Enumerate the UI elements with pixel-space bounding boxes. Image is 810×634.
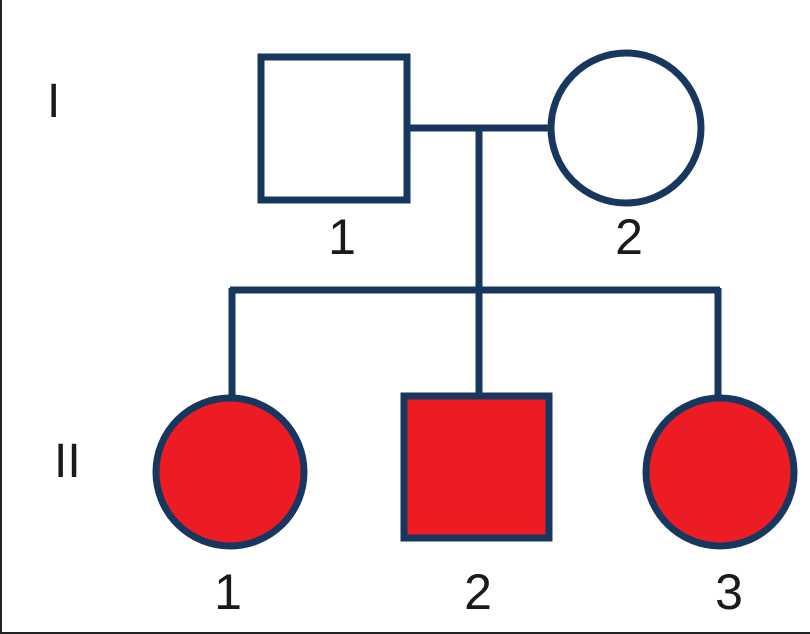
generation-label-II: II bbox=[54, 435, 81, 488]
generation-label-I: I bbox=[47, 75, 61, 128]
individual-number-I-1: 1 bbox=[328, 209, 356, 265]
individual-number-I-2: 2 bbox=[615, 209, 643, 265]
individual-I-1-male-unaffected bbox=[257, 53, 411, 204]
individual-number-II-3: 3 bbox=[715, 564, 743, 620]
individual-II-2-male-affected bbox=[400, 392, 553, 542]
individual-number-II-1: 1 bbox=[214, 564, 242, 620]
individual-II-1-female-affected bbox=[152, 394, 308, 550]
individual-II-3-female-affected bbox=[642, 394, 798, 550]
individual-number-II-2: 2 bbox=[464, 564, 492, 620]
individual-I-2-female-unaffected bbox=[547, 49, 705, 207]
